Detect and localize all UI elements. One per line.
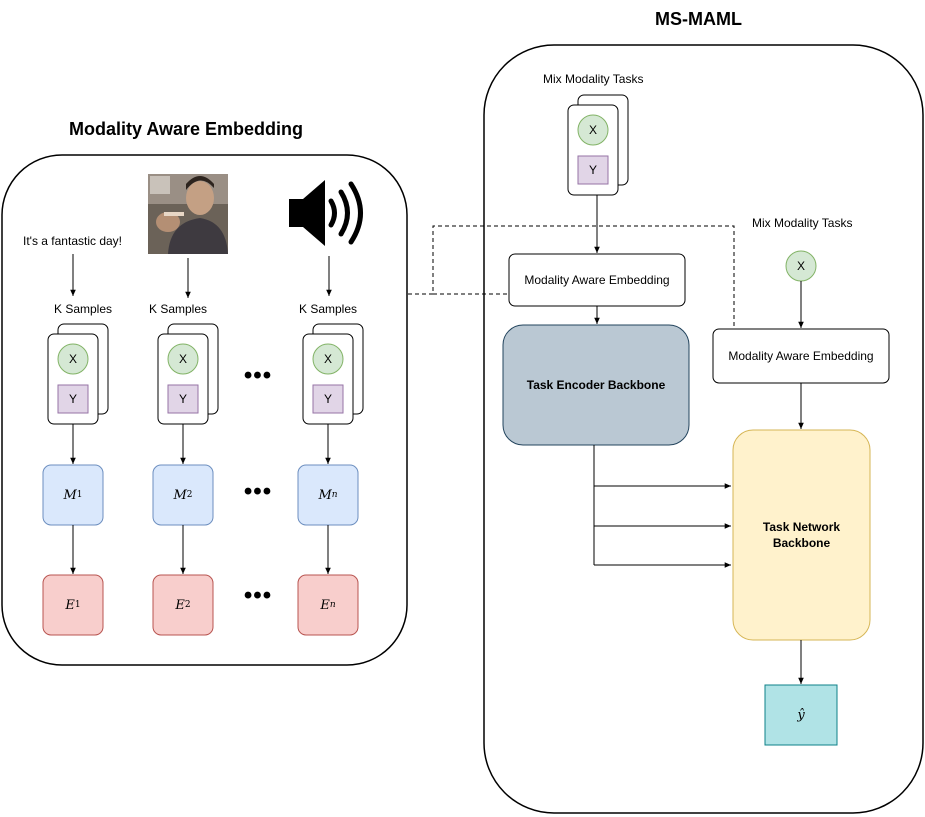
k-samples-label-1: K Samples bbox=[54, 302, 113, 316]
task-network-label: Task Network Backbone bbox=[762, 520, 841, 550]
speaker-sound-icon bbox=[289, 180, 363, 246]
y-label-2: Y bbox=[178, 392, 187, 406]
task-x-node bbox=[577, 114, 609, 146]
y-node-3 bbox=[312, 384, 344, 414]
mae-top-label: Modality Aware Embedding bbox=[524, 273, 670, 287]
task-y-node bbox=[577, 155, 609, 185]
x-label-2: X bbox=[178, 352, 187, 366]
y-label-3: Y bbox=[323, 392, 332, 406]
embed-box-n bbox=[297, 574, 359, 636]
task-y-label: Y bbox=[588, 163, 597, 177]
x-label-1: X bbox=[68, 352, 77, 366]
x-node-2 bbox=[167, 343, 199, 375]
x-node-1 bbox=[57, 343, 89, 375]
left-panel-title: Modality Aware Embedding bbox=[69, 119, 304, 139]
y-node-1 bbox=[57, 384, 89, 414]
task-encoder-box bbox=[502, 324, 690, 446]
right-panel-title: MS-MAML bbox=[655, 9, 742, 29]
x-label-3: X bbox=[323, 352, 332, 366]
query-x-label: X bbox=[796, 259, 805, 273]
mix-tasks-label-top: Mix Modality Tasks bbox=[543, 72, 644, 86]
y-node-2 bbox=[167, 384, 199, 414]
output-label: ŷ bbox=[797, 707, 805, 723]
output-box bbox=[764, 684, 838, 746]
mae-right-label: Modality Aware Embedding bbox=[728, 349, 874, 363]
x-node-3 bbox=[312, 343, 344, 375]
embed-box-1 bbox=[42, 574, 104, 636]
text-input-label: It's a fantastic day! bbox=[23, 234, 123, 248]
right-panel bbox=[483, 44, 924, 814]
ellipsis-models: ••• bbox=[243, 478, 273, 505]
task-x-label: X bbox=[588, 123, 597, 137]
task-encoder-label: Task Encoder Backbone bbox=[526, 378, 666, 392]
dashed-connector bbox=[408, 225, 735, 330]
person-photo-icon bbox=[148, 174, 228, 254]
embed-box-2 bbox=[152, 574, 214, 636]
mix-tasks-label-right: Mix Modality Tasks bbox=[752, 216, 853, 230]
k-samples-label-2: K Samples bbox=[149, 302, 208, 316]
y-label-1: Y bbox=[68, 392, 77, 406]
ellipsis-embeddings: ••• bbox=[243, 582, 273, 609]
k-samples-label-3: K Samples bbox=[299, 302, 358, 316]
ellipsis-cards: ••• bbox=[243, 362, 273, 389]
left-panel bbox=[1, 154, 408, 666]
